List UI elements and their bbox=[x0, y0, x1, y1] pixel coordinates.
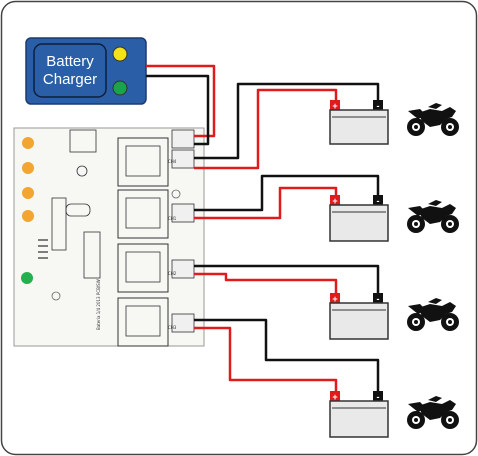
battery-1: + - bbox=[329, 100, 389, 145]
pcb-board: CH1 CH2 CH3 CH4 Bateria 1/4 2013 PCB/SW bbox=[13, 127, 205, 347]
battery-1-pos-terminal bbox=[330, 100, 340, 110]
led-power bbox=[21, 272, 33, 284]
wire-b2-positive bbox=[194, 186, 338, 220]
battery-charger: Battery Charger bbox=[25, 37, 147, 105]
charger-title-line2: Charger bbox=[43, 71, 97, 88]
wire-b3-positive bbox=[194, 272, 338, 294]
battery-2-neg-terminal bbox=[373, 195, 383, 205]
wire-charger-negative bbox=[146, 74, 210, 146]
led-1 bbox=[22, 137, 34, 149]
wire-charger-positive bbox=[146, 64, 216, 138]
battery-4-neg-label: - bbox=[377, 392, 380, 402]
battery-3-neg-label: - bbox=[377, 294, 380, 304]
channel-label-4: CH4 bbox=[168, 159, 177, 164]
channel-label-2: CH2 bbox=[168, 271, 177, 276]
wire-b4-positive bbox=[194, 326, 338, 392]
wire-b1-negative bbox=[194, 82, 380, 160]
channel-label-1: CH1 bbox=[168, 216, 177, 221]
led-3 bbox=[22, 187, 34, 199]
pcb-board-text: Bateria 1/4 2013 PCB/SW bbox=[96, 279, 101, 330]
battery-2-body bbox=[329, 204, 389, 242]
battery-2-neg-label: - bbox=[377, 196, 380, 206]
battery-1-pos-label: + bbox=[332, 101, 337, 111]
charger-green-lamp bbox=[112, 80, 128, 96]
battery-3-pos-label: + bbox=[332, 294, 337, 304]
battery-2-pos-label: + bbox=[332, 196, 337, 206]
battery-3-neg-terminal bbox=[373, 293, 383, 303]
battery-4-body bbox=[329, 400, 389, 438]
channel-label-3: CH3 bbox=[168, 325, 177, 330]
led-4 bbox=[22, 210, 34, 222]
battery-1-body bbox=[329, 109, 389, 145]
led-2 bbox=[22, 162, 34, 174]
battery-3: + - bbox=[329, 293, 389, 340]
battery-4: + - bbox=[329, 391, 389, 438]
wire-b3-negative bbox=[194, 264, 380, 294]
battery-4-pos-label: + bbox=[332, 392, 337, 402]
charger-yellow-lamp bbox=[112, 46, 128, 62]
charger-title-line1: Battery bbox=[46, 53, 94, 70]
battery-4-neg-terminal bbox=[373, 391, 383, 401]
wire-b1-positive bbox=[194, 88, 338, 170]
battery-2-pos-terminal bbox=[330, 195, 340, 205]
battery-1-neg-terminal bbox=[373, 100, 383, 110]
battery-3-body bbox=[329, 302, 389, 340]
battery-1-neg-label: - bbox=[377, 101, 380, 111]
wire-b4-negative bbox=[194, 318, 380, 392]
wire-b2-negative bbox=[194, 174, 380, 212]
battery-3-pos-terminal bbox=[330, 293, 340, 303]
led-group bbox=[21, 137, 34, 284]
battery-2: + - bbox=[329, 195, 389, 242]
battery-4-pos-terminal bbox=[330, 391, 340, 401]
wires bbox=[146, 64, 380, 392]
